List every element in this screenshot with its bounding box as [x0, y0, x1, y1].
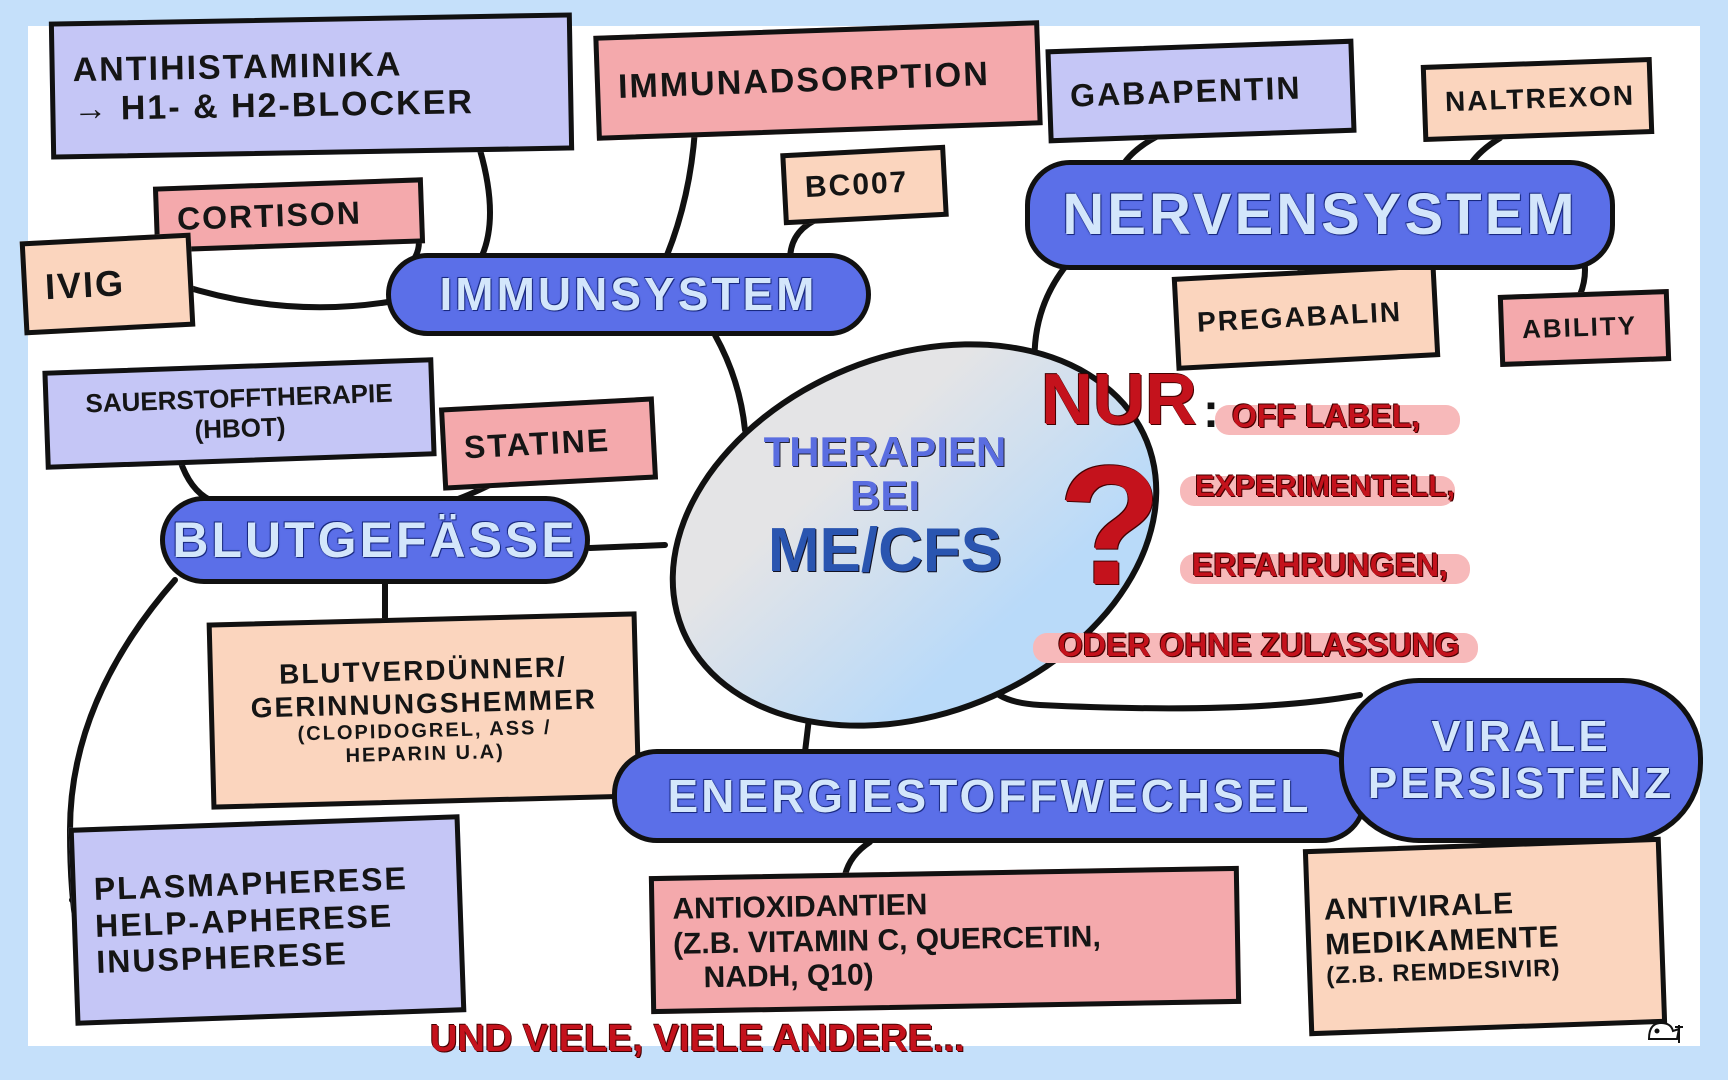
sauerstoff-box: Sauerstofftherapie (HBOT) [42, 357, 437, 470]
antioxidantien-label: Antioxidantien [672, 888, 928, 926]
pregabalin-box: Pregabalin [1171, 263, 1441, 371]
antioxidantien-box: Antioxidantien (z.B. Vitamin C, Querceti… [648, 865, 1242, 1015]
title-line1: Therapien [763, 428, 1007, 475]
title-line2: bei [849, 472, 920, 520]
ability-label: Ability [1521, 310, 1638, 345]
line-immunadsorption [662, 127, 698, 263]
antioxidantien-examples2: NADH, Q10) [703, 958, 874, 995]
gabapentin-box: Gabapentin [1045, 38, 1357, 144]
line-sauerstoff [177, 457, 213, 503]
nur-colon: : [1203, 385, 1219, 438]
cortison-label: Cortison [176, 194, 363, 237]
antihistaminika-box: Antihistaminika → H1- & H2-Blocker [48, 12, 575, 160]
statine-box: Statine [438, 396, 659, 491]
question-mark: ? [1058, 431, 1162, 621]
note-item-3: Erfahrungen, [1192, 547, 1449, 583]
blutgefaesse-pill: Blutgefäße [160, 496, 590, 584]
virale-label: Virale [1431, 712, 1611, 762]
cortison-box: Cortison [152, 177, 426, 253]
footer-text: Und viele, viele andere... [430, 1018, 965, 1060]
ivig-box: IVIG [19, 232, 196, 336]
pregabalin-label: Pregabalin [1196, 295, 1403, 338]
gabapentin-label: Gabapentin [1069, 69, 1303, 114]
antivirale-box: Antivirale Medikamente (z.B. Remdesivir) [1302, 836, 1668, 1037]
immunsystem-label: Immunsystem [439, 268, 818, 321]
ability-box: Ability [1497, 289, 1672, 367]
highlight-3 [1180, 554, 1470, 584]
immunsystem-pill: Immunsystem [386, 253, 871, 336]
immunadsorption-label: Immunadsorption [617, 54, 991, 106]
highlight-2 [1180, 476, 1455, 506]
antihistaminika-sub: → H1- & H2-Blocker [73, 83, 475, 129]
blutgefaesse-label: Blutgefäße [172, 511, 578, 568]
nervensystem-label: Nervensystem [1062, 181, 1578, 247]
note-item-1: Off Label, [1232, 398, 1421, 434]
antihistaminika-label: Antihistaminika [72, 45, 403, 90]
artist-logo-icon [1645, 1015, 1685, 1047]
note-item-4: oder ohne Zulassung [1058, 627, 1460, 663]
blutverduenner-box: Blutverdünner/ Gerinnungshemmer (Clopido… [206, 611, 642, 810]
title-line3: ME/CFS [767, 516, 1003, 586]
persistenz-label: Persistenz [1367, 758, 1675, 808]
highlight-4 [1033, 633, 1478, 663]
naltrexon-box: Naltrexon [1420, 56, 1655, 143]
nur-label: NUR [1041, 360, 1197, 440]
blutverduenner-examples2: Heparin u.a) [345, 740, 505, 767]
apherese-box: Plasmapherese Help-Apherese Inuspherese [68, 814, 467, 1026]
antioxidantien-examples: (z.B. Vitamin C, Quercetin, [672, 920, 1102, 961]
energiestoffwechsel-label: Energiestoffwechsel [667, 769, 1312, 822]
note-item-2: Experimentell, [1195, 470, 1456, 503]
inuspherese-label: Inuspherese [95, 935, 349, 981]
nervensystem-pill: Nervensystem [1025, 160, 1615, 270]
immunadsorption-box: Immunadsorption [593, 20, 1043, 141]
energiestoffwechsel-pill: Energiestoffwechsel [612, 749, 1367, 843]
line-antihist [477, 147, 493, 263]
naltrexon-label: Naltrexon [1444, 80, 1636, 118]
ivig-label: IVIG [44, 262, 127, 308]
line-immun-center [712, 332, 748, 433]
bc007-box: BC007 [780, 144, 949, 226]
highlight-1 [1215, 405, 1460, 435]
center-title: Therapien bei ME/CFS [720, 428, 1050, 586]
bc007-label: BC007 [804, 165, 910, 204]
line-blut-center [587, 542, 668, 551]
sauerstoff-sub: (HBOT) [193, 410, 286, 445]
line-antiox [842, 839, 873, 878]
virale-persistenz-pill: Virale Persistenz [1339, 678, 1703, 843]
statine-label: Statine [463, 421, 611, 466]
line-ivig [177, 282, 403, 311]
